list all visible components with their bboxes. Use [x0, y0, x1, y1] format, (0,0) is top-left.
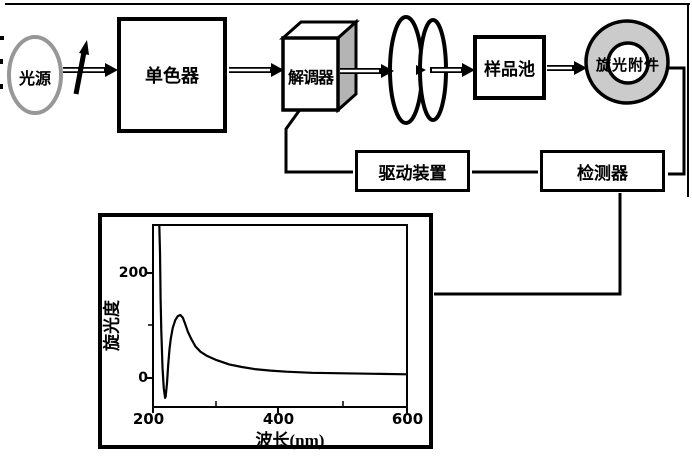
beam-arrows — [63, 40, 587, 95]
detector-to-chart-connector — [434, 193, 622, 296]
x-tick-400: 400 — [262, 410, 295, 428]
attachment-to-detector-connector — [668, 66, 686, 176]
detector-label: 检测器 — [577, 163, 628, 183]
x-axis-label: 波长(nm) — [255, 431, 325, 450]
drive-unit-label: 驱动装置 — [378, 163, 447, 183]
light-source-ellipse — [7, 35, 63, 115]
y-tick-0: 0 — [138, 370, 148, 386]
drive-unit-box: 驱动装置 — [355, 150, 470, 192]
rotation-attachment-label: 旋光附件 — [595, 58, 660, 74]
connector-lines — [284, 66, 686, 296]
monochromator-box: 单色器 — [117, 17, 227, 133]
arrow-monochromator-to-demodulator — [229, 63, 284, 77]
chart-ticks — [145, 272, 408, 413]
demodulator-3d-box — [279, 18, 360, 114]
scan-border — [0, 3, 690, 197]
y-tick-200: 200 — [118, 265, 148, 281]
sample-cell-label: 样品池 — [484, 60, 535, 79]
arrow-sample-to-attachment — [547, 61, 587, 75]
arrow-source-to-monochromator — [63, 63, 118, 77]
rotation-attachment-donut — [584, 19, 670, 105]
x-tick-200: 200 — [132, 410, 165, 428]
sample-cell-box: 样品池 — [473, 35, 546, 100]
ord-curve — [158, 224, 409, 399]
monochromator-label: 单色器 — [145, 66, 199, 86]
chart-plot — [145, 224, 409, 413]
arrow-demodulator-to-lens — [340, 64, 394, 78]
y-axis-label: 旋光度 — [102, 300, 122, 351]
x-tick-600: 600 — [391, 410, 424, 428]
light-source-label: 光源 — [18, 71, 51, 88]
demodulator-label: 解调器 — [287, 70, 334, 87]
arrow-lens-to-sample — [430, 63, 475, 77]
arrow-between-lenses — [416, 65, 426, 75]
detector-box: 检测器 — [540, 150, 665, 192]
demodulator-to-drive-connector — [284, 96, 353, 174]
polarization-slash-arrow — [73, 40, 89, 95]
chart-axes-frame — [152, 224, 408, 408]
